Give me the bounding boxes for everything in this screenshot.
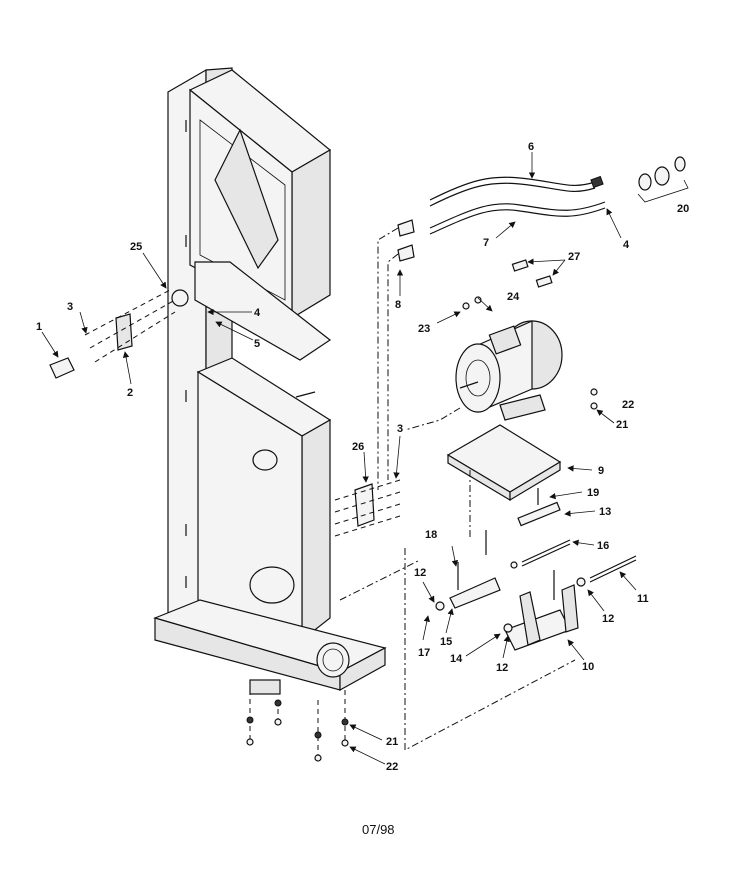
- callout-12: 12: [602, 613, 614, 625]
- callout-26: 26: [352, 441, 364, 453]
- callout-19: 19: [587, 487, 599, 499]
- callout-4: 4: [254, 307, 261, 319]
- power-cords: [377, 156, 689, 490]
- callout-3: 3: [67, 301, 73, 313]
- callout-14: 14: [450, 653, 463, 665]
- callout-22: 22: [386, 761, 398, 773]
- callout-22: 22: [622, 399, 634, 411]
- callout-3: 3: [397, 423, 403, 435]
- callout-21: 21: [616, 419, 628, 431]
- footer-date: 07/98: [362, 822, 395, 837]
- callout-6: 6: [528, 141, 534, 153]
- motor: [455, 296, 563, 421]
- callout-1: 1: [36, 321, 42, 333]
- callout-15: 15: [440, 636, 452, 648]
- callout-25: 25: [130, 241, 142, 253]
- callout-18: 18: [425, 529, 437, 541]
- callout-23: 23: [418, 323, 430, 335]
- callout-17: 17: [418, 647, 430, 659]
- callout-4: 4: [623, 239, 630, 251]
- callout-27: 27: [568, 251, 580, 263]
- callout-21: 21: [386, 736, 398, 748]
- callout-13: 13: [599, 506, 611, 518]
- callout-24: 24: [507, 291, 520, 303]
- callout-12: 12: [496, 662, 508, 674]
- saw-frame: [153, 67, 387, 695]
- switch-assembly: [49, 289, 189, 379]
- callout-2: 2: [127, 387, 133, 399]
- callout-10: 10: [582, 661, 594, 673]
- cord-clamp: [334, 479, 401, 537]
- callout-16: 16: [597, 540, 609, 552]
- callout-11: 11: [637, 593, 649, 605]
- callout-9: 9: [598, 465, 604, 477]
- callout-7: 7: [483, 237, 489, 249]
- callout-12: 12: [414, 567, 426, 579]
- base-hardware: [246, 690, 349, 762]
- leader-arrows: [41, 152, 637, 765]
- motor-mount: [339, 388, 637, 751]
- callout-labels: 1 2 3 3 4 4 5 6 7 8 9 10 11 12 12 12 13 …: [36, 141, 689, 773]
- callout-5: 5: [254, 338, 260, 350]
- callout-20: 20: [677, 203, 689, 215]
- callout-8: 8: [395, 299, 401, 311]
